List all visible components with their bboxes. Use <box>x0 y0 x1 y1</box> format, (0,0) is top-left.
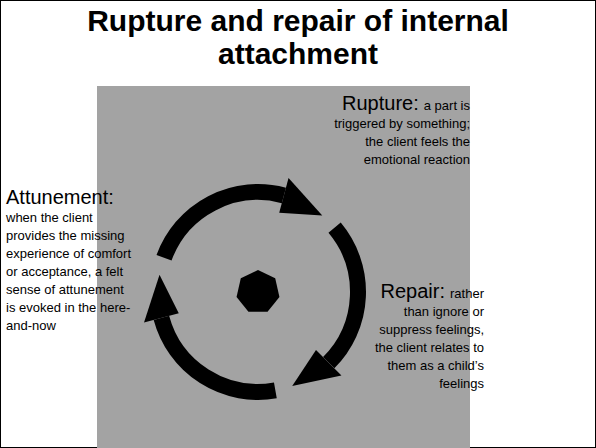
attunement-note: Attunement:when the client provides the … <box>6 186 134 334</box>
arrow-body <box>164 192 284 258</box>
grey-panel <box>97 86 470 448</box>
arrow-head <box>279 178 322 215</box>
center-heptagon <box>237 270 280 312</box>
cycle-arrows <box>144 178 358 392</box>
slide-title: Rupture and repair of internal attachmen… <box>68 4 528 70</box>
arrow-body <box>161 318 275 392</box>
note-heading: Rupture: <box>342 92 419 114</box>
arrow-head <box>144 275 179 323</box>
note-body: when the client provides the missing exp… <box>6 210 131 333</box>
note-heading: Repair: <box>381 280 445 302</box>
arrow-head <box>292 350 341 386</box>
note-heading: Attunement: <box>6 186 134 208</box>
repair-note: Repair:rather than ignore or suppress fe… <box>374 280 484 392</box>
rupture-note: Rupture:a part is triggered by something… <box>320 92 470 168</box>
arrow-body <box>329 228 358 363</box>
